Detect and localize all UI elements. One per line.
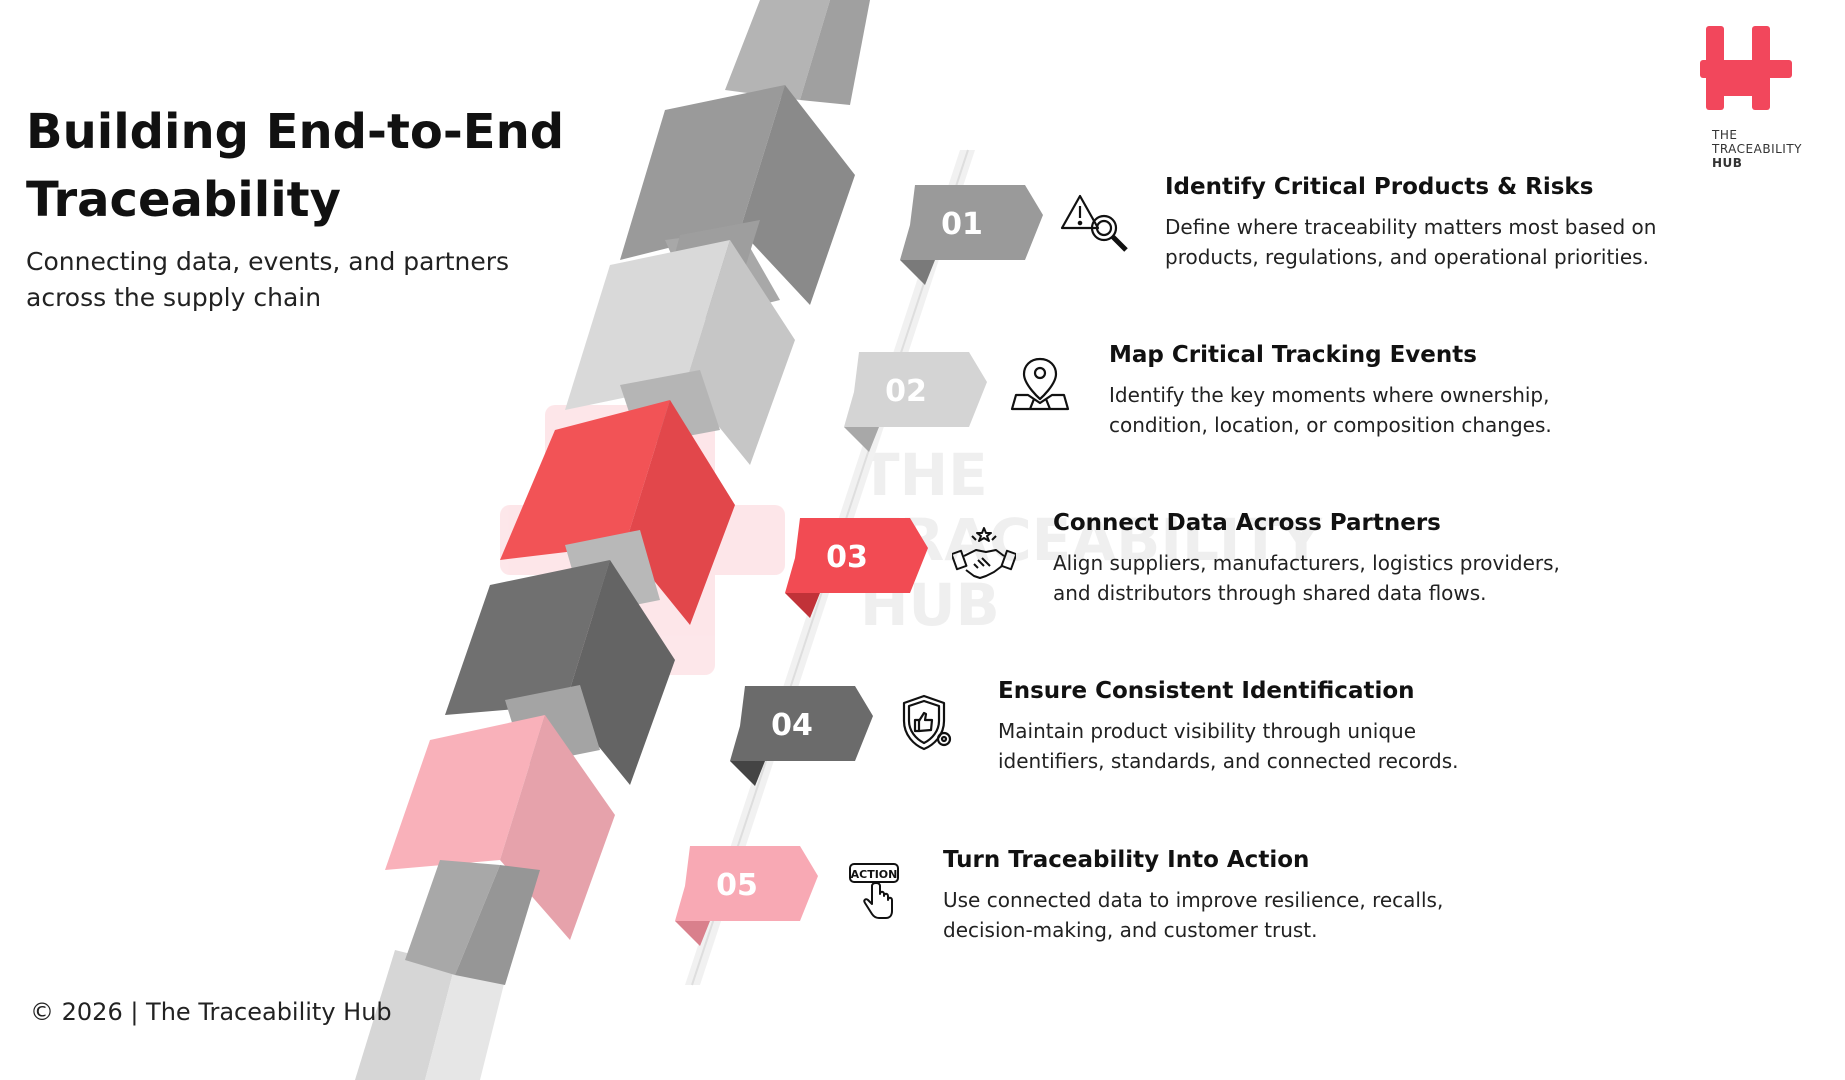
step-5-number: 05 xyxy=(716,868,758,903)
step-5-title: Turn Traceability Into Action xyxy=(943,847,1310,873)
step-1-description: Define where traceability matters most b… xyxy=(1165,215,1657,269)
step-1-number: 01 xyxy=(941,207,983,242)
copyright-text: © 2026 | The Traceability Hub xyxy=(30,998,392,1026)
handshake-icon xyxy=(952,527,1016,579)
action-click-icon: ACTION xyxy=(849,863,899,919)
svg-text:ACTION: ACTION xyxy=(851,868,898,881)
tower-lower-column xyxy=(405,860,540,985)
step-1-title: Identify Critical Products & Risks xyxy=(1165,174,1594,200)
step-4-badge-body xyxy=(730,686,873,761)
traceability-hub-logo xyxy=(1700,26,1792,110)
step-4-title: Ensure Consistent Identification xyxy=(998,678,1415,704)
logo-wordmark: THE TRACEABILITY HUB xyxy=(1712,128,1832,170)
step-2-title: Map Critical Tracking Events xyxy=(1109,342,1477,368)
step-2-number: 02 xyxy=(885,374,927,409)
step-1-badge-tail xyxy=(900,260,935,285)
watermark-line1: THE xyxy=(860,441,988,509)
step-3-badge-body xyxy=(785,518,928,593)
step-5-badge-body xyxy=(675,846,818,921)
step-2-badge-tail xyxy=(844,427,879,452)
step-4-number: 04 xyxy=(771,708,813,743)
page-title: Building End-to-End Traceability xyxy=(26,104,565,228)
step-5-badge: 05 xyxy=(675,846,818,946)
step-1-badge: 01 xyxy=(900,185,1043,285)
step-2-badge-body xyxy=(844,352,987,427)
step-3-badge: 03 xyxy=(785,518,928,618)
step-3-description: Align suppliers, manufacturers, logistic… xyxy=(1053,551,1560,605)
step-4-badge-tail xyxy=(730,761,765,786)
logo-line1: THE xyxy=(1712,128,1738,142)
block-3 xyxy=(500,400,735,625)
shield-thumbs-up-icon xyxy=(902,694,952,751)
watermark-line2: TRACEABILITY xyxy=(860,506,1323,574)
step-3-number: 03 xyxy=(826,540,868,575)
step-5-badge-tail xyxy=(675,921,710,946)
step-5-description: Use connected data to improve resilience… xyxy=(943,888,1444,942)
tower-bottom-column xyxy=(355,950,505,1080)
step-4-badge: 04 xyxy=(730,686,873,786)
step-3-title: Connect Data Across Partners xyxy=(1053,510,1441,536)
logo-line3: HUB xyxy=(1712,156,1743,170)
step-2-description: Identify the key moments where ownership… xyxy=(1109,383,1552,437)
step-2-badge: 02 xyxy=(844,352,987,452)
map-pin-icon xyxy=(1010,357,1070,411)
tower-top-column xyxy=(725,0,870,105)
step-1-badge-body xyxy=(900,185,1043,260)
logo-line2: TRACEABILITY xyxy=(1712,142,1803,156)
warning-search-icon xyxy=(1060,194,1128,252)
step-4-description: Maintain product visibility through uniq… xyxy=(998,719,1459,773)
page-subtitle: Connecting data, events, and partners ac… xyxy=(26,247,510,312)
step-3-badge-tail xyxy=(785,593,820,618)
